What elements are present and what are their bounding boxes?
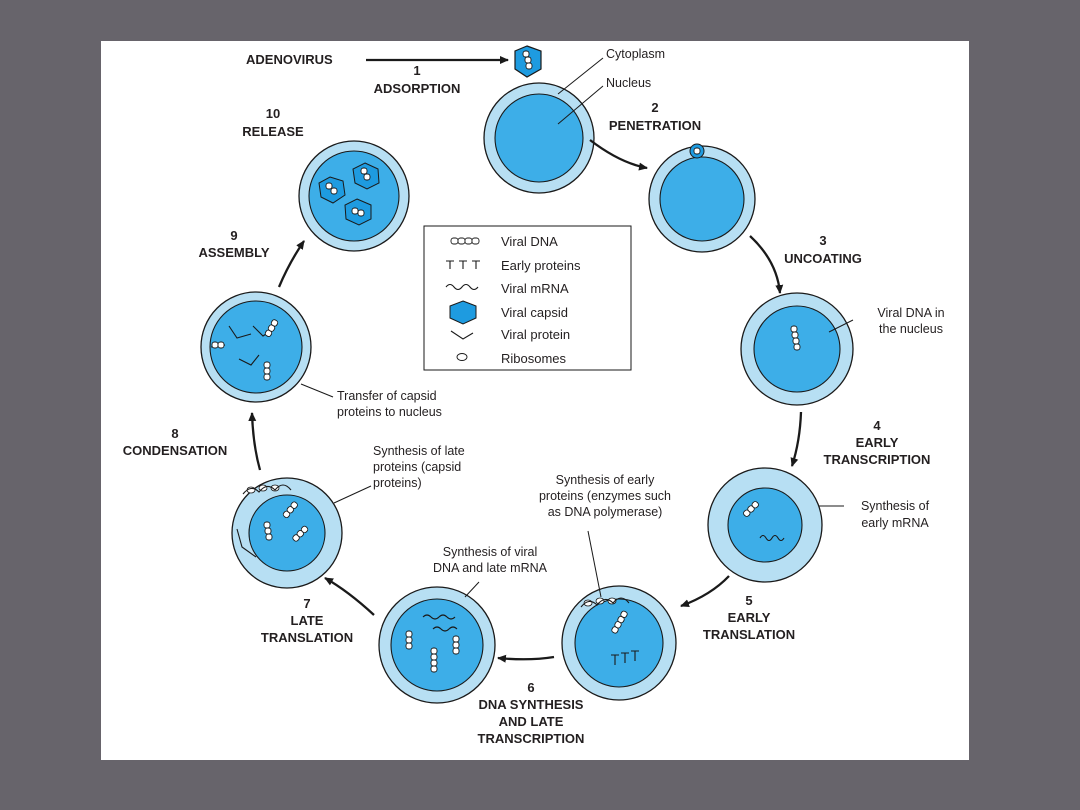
- step-6-label: 6 DNA SYNTHESIS AND LATE TRANSCRIPTION: [478, 680, 585, 746]
- viral-mrna-icon: [759, 534, 785, 542]
- svg-text:7: 7: [303, 596, 310, 611]
- label-synthesis-early-proteins: Synthesis of early proteins (enzymes suc…: [539, 473, 671, 519]
- svg-text:proteins (capsid: proteins (capsid: [373, 460, 461, 474]
- svg-text:EARLY: EARLY: [728, 610, 771, 625]
- svg-text:CONDENSATION: CONDENSATION: [123, 443, 227, 458]
- svg-text:Synthesis of: Synthesis of: [861, 499, 930, 513]
- cytoplasm-label: Cytoplasm: [606, 47, 665, 61]
- svg-text:TRANSCRIPTION: TRANSCRIPTION: [478, 731, 585, 746]
- svg-text:Synthesis of viral: Synthesis of viral: [443, 545, 537, 559]
- arrow-step-2-to-3: [749, 235, 784, 294]
- label-transfer-capsid: Transfer of capsid proteins to nucleus: [337, 389, 442, 419]
- arrow-step-7-to-8: [248, 412, 262, 471]
- arrow-step-4-to-5: [680, 575, 730, 608]
- svg-text:UNCOATING: UNCOATING: [784, 251, 862, 266]
- adenovirus-particle-icon: [514, 45, 542, 78]
- ribosome-icon: [580, 597, 630, 608]
- svg-text:2: 2: [651, 100, 658, 115]
- legend-early-proteins-icon: [446, 260, 480, 269]
- svg-text:TRANSCRIPTION: TRANSCRIPTION: [824, 452, 931, 467]
- cell-penetration: [648, 145, 756, 253]
- legend-ribosome-icon: [456, 353, 468, 361]
- svg-text:DNA and late mRNA: DNA and late mRNA: [433, 561, 548, 575]
- cell-late-translation: [231, 477, 343, 589]
- cell-release: [298, 140, 410, 252]
- legend-viral-mrna-icon: [445, 283, 479, 291]
- svg-text:PENETRATION: PENETRATION: [609, 118, 701, 133]
- label-synthesis-early-mrna: Synthesis of early mRNA: [861, 499, 930, 530]
- svg-text:ADSORPTION: ADSORPTION: [374, 81, 461, 96]
- step-3-label: 3 UNCOATING: [784, 233, 862, 266]
- step-2-label: 2 PENETRATION: [609, 100, 701, 133]
- svg-text:the nucleus: the nucleus: [879, 322, 943, 336]
- legend-label: Viral protein: [501, 327, 570, 342]
- label-synthesis-viral-dna: Synthesis of viral DNA and late mRNA: [433, 545, 548, 575]
- svg-text:EARLY: EARLY: [856, 435, 899, 450]
- legend-label: Early proteins: [501, 258, 581, 273]
- step-8-label: 8 CONDENSATION: [123, 426, 227, 458]
- svg-text:Viral DNA in: Viral DNA in: [877, 306, 944, 320]
- diagram-panel: Viral DNA Early proteins Viral mRNA Vira…: [101, 41, 969, 760]
- cell-dna-synthesis: [378, 586, 496, 704]
- nucleus-label: Nucleus: [606, 76, 651, 90]
- legend-viral-dna-icon: [450, 237, 480, 245]
- penetrating-virus-icon: [689, 143, 705, 159]
- legend-viral-protein-icon: [450, 330, 474, 340]
- svg-text:early mRNA: early mRNA: [861, 516, 929, 530]
- viral-protein-icon: [236, 528, 257, 558]
- svg-text:TRANSLATION: TRANSLATION: [261, 630, 353, 645]
- cell-condensation: [200, 291, 312, 403]
- step-1-label: 1 ADSORPTION: [374, 63, 461, 96]
- adenovirus-replication-diagram: Viral DNA Early proteins Viral mRNA Vira…: [123, 45, 945, 746]
- legend-label: Viral capsid: [501, 305, 568, 320]
- svg-text:Transfer of capsid: Transfer of capsid: [337, 389, 437, 403]
- legend-label: Ribosomes: [501, 351, 567, 366]
- legend-label: Viral mRNA: [501, 281, 569, 296]
- early-proteins-icon: [611, 650, 639, 665]
- viral-capsid-icon: [318, 162, 380, 226]
- svg-text:6: 6: [527, 680, 534, 695]
- label-viral-dna-in-nucleus: Viral DNA in the nucleus: [877, 306, 944, 336]
- svg-text:LATE: LATE: [291, 613, 324, 628]
- svg-text:as DNA polymerase): as DNA polymerase): [548, 505, 663, 519]
- svg-text:ASSEMBLY: ASSEMBLY: [198, 245, 269, 260]
- adenovirus-label: ADENOVIRUS: [246, 52, 333, 67]
- viral-mrna-icon: [422, 614, 456, 620]
- step-9-label: 9 ASSEMBLY: [198, 228, 269, 260]
- legend-viral-capsid-icon: [449, 300, 477, 325]
- svg-text:3: 3: [819, 233, 826, 248]
- svg-text:proteins): proteins): [373, 476, 422, 490]
- svg-text:9: 9: [230, 228, 237, 243]
- svg-text:RELEASE: RELEASE: [242, 124, 304, 139]
- svg-text:5: 5: [745, 593, 752, 608]
- cell-adsorption: [483, 82, 595, 194]
- svg-text:4: 4: [873, 418, 881, 433]
- arrow-step-8-to-9: [277, 240, 305, 288]
- svg-text:Synthesis of late: Synthesis of late: [373, 444, 465, 458]
- step-7-label: 7 LATE TRANSLATION: [261, 596, 353, 645]
- label-synthesis-late-proteins: Synthesis of late proteins (capsid prote…: [373, 444, 465, 490]
- svg-text:AND LATE: AND LATE: [499, 714, 564, 729]
- svg-text:Synthesis of early: Synthesis of early: [556, 473, 655, 487]
- arrow-step-5-to-6: [497, 654, 555, 663]
- arrow-step-3-to-4: [790, 411, 803, 467]
- legend-label: Viral DNA: [501, 234, 558, 249]
- ribosome-icon: [242, 484, 292, 495]
- svg-text:10: 10: [266, 106, 280, 121]
- cell-early-translation: [561, 585, 677, 701]
- step-10-label: 10 RELEASE: [242, 106, 304, 139]
- arrow-step-1-to-2: [589, 139, 648, 171]
- svg-text:DNA SYNTHESIS: DNA SYNTHESIS: [479, 697, 584, 712]
- arrow-step-6-to-7: [324, 576, 375, 616]
- step-4-label: 4 EARLY TRANSCRIPTION: [824, 418, 931, 467]
- svg-text:TRANSLATION: TRANSLATION: [703, 627, 795, 642]
- svg-text:8: 8: [171, 426, 178, 441]
- step-5-label: 5 EARLY TRANSLATION: [703, 593, 795, 642]
- legend: Viral DNA Early proteins Viral mRNA Vira…: [423, 225, 632, 371]
- svg-text:proteins to nucleus: proteins to nucleus: [337, 405, 442, 419]
- viral-mrna-icon: [432, 626, 458, 632]
- svg-text:proteins (enzymes such: proteins (enzymes such: [539, 489, 671, 503]
- cell-early-transcription: [707, 467, 823, 583]
- svg-text:1: 1: [413, 63, 420, 78]
